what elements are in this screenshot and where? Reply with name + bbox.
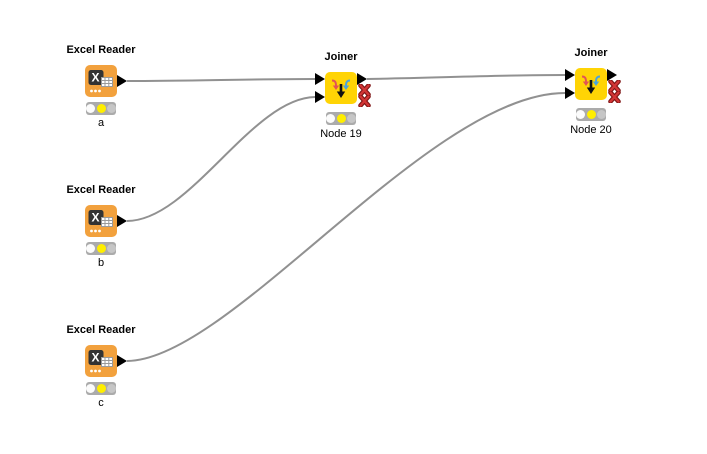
svg-text:X: X — [91, 351, 99, 365]
status-traffic-light — [86, 382, 116, 395]
excel-glyph: X — [88, 210, 113, 233]
status-light-red — [86, 104, 95, 113]
joiner-glyph — [581, 75, 601, 94]
status-light-red — [326, 114, 335, 123]
inactive-port-icon[interactable] — [608, 90, 621, 103]
node-label[interactable]: a — [97, 117, 105, 129]
status-traffic-light — [86, 102, 116, 115]
status-light-green — [107, 244, 116, 253]
input-port-2[interactable] — [315, 91, 325, 103]
status-light-green — [347, 114, 356, 123]
connection-a-to-node19[interactable] — [126, 78, 316, 82]
output-port-1[interactable] — [607, 69, 617, 81]
status-light-yellow — [336, 114, 346, 123]
output-port[interactable] — [117, 355, 127, 367]
status-light-yellow — [96, 384, 106, 393]
status-light-yellow — [96, 104, 106, 113]
node-title: Excel Reader — [66, 184, 136, 196]
inactive-port-icon[interactable] — [608, 80, 621, 92]
status-light-yellow — [586, 110, 596, 119]
node-label[interactable]: Node 19 — [320, 128, 362, 140]
status-light-green — [597, 110, 606, 119]
status-traffic-light — [326, 112, 356, 125]
status-light-green — [107, 104, 116, 113]
excel-reader-icon[interactable]: X — [85, 205, 117, 237]
svg-text:X: X — [91, 71, 99, 85]
output-port-1[interactable] — [357, 73, 367, 85]
excel-reader-icon[interactable]: X — [85, 345, 117, 377]
joiner-icon[interactable] — [575, 68, 607, 100]
joiner-icon[interactable] — [325, 72, 357, 104]
node-joiner-20[interactable]: Joiner Node 20 — [565, 47, 621, 136]
status-traffic-light — [576, 108, 606, 121]
node-excel-reader-b[interactable]: Excel Reader X b — [66, 184, 135, 269]
output-port[interactable] — [117, 75, 127, 87]
excel-glyph: X — [88, 70, 113, 93]
status-light-red — [576, 110, 585, 119]
connection-node19-to-node20[interactable] — [366, 74, 566, 80]
node-title: Joiner — [574, 47, 608, 59]
inactive-port-icon[interactable] — [358, 84, 371, 96]
node-label[interactable]: Node 20 — [570, 124, 612, 136]
status-light-yellow — [96, 244, 106, 253]
node-excel-reader-c[interactable]: Excel Reader X c — [66, 324, 135, 409]
node-excel-reader-a[interactable]: Excel Reader X a — [66, 44, 135, 129]
node-label[interactable]: c — [98, 397, 104, 409]
excel-reader-icon[interactable]: X — [85, 65, 117, 97]
inactive-port-icon[interactable] — [358, 94, 371, 107]
node-title: Joiner — [324, 51, 358, 63]
node-label[interactable]: b — [97, 257, 105, 269]
input-port-1[interactable] — [315, 73, 325, 85]
connection-c-to-node20[interactable] — [126, 92, 566, 362]
node-joiner-19[interactable]: Joiner Node 19 — [315, 51, 371, 140]
input-port-1[interactable] — [565, 69, 575, 81]
input-port-2[interactable] — [565, 87, 575, 99]
node-title: Excel Reader — [66, 44, 136, 56]
connection-b-to-node19[interactable] — [126, 96, 316, 222]
node-title: Excel Reader — [66, 324, 136, 336]
status-light-green — [107, 384, 116, 393]
excel-glyph: X — [88, 350, 113, 373]
svg-text:X: X — [91, 211, 99, 225]
joiner-glyph — [331, 79, 351, 98]
status-traffic-light — [86, 242, 116, 255]
status-light-red — [86, 384, 95, 393]
output-port[interactable] — [117, 215, 127, 227]
status-light-red — [86, 244, 95, 253]
